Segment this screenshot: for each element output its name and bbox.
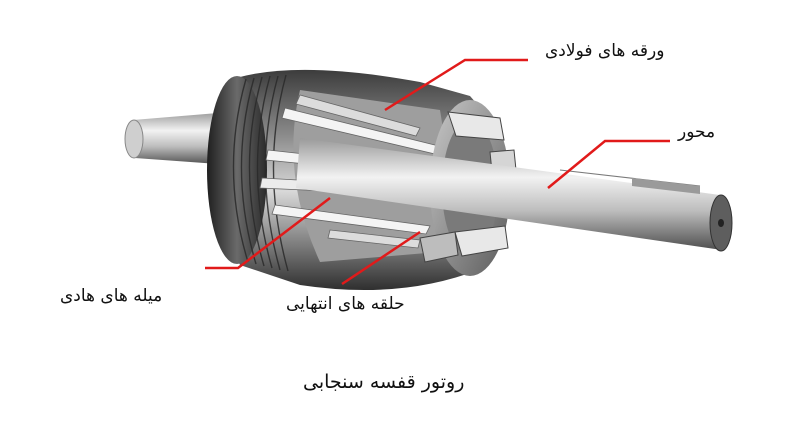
label-steel-laminations: ورقه های فولادی (545, 41, 665, 61)
leader-shaft (547, 139, 670, 189)
leader-lines (205, 58, 670, 286)
leader-end-rings (341, 230, 421, 286)
label-conductor-bars: میله های هادی (60, 286, 163, 306)
leader-steel-laminations (384, 58, 528, 112)
shaft-right (296, 138, 733, 252)
shaft-left-stub (124, 112, 232, 165)
leader-conductor-bars (205, 197, 331, 270)
label-end-rings: حلقه های انتهایی (286, 294, 405, 314)
label-shaft: محور (678, 122, 716, 142)
diagram-caption: روتور قفسه سنجابی (303, 371, 465, 393)
